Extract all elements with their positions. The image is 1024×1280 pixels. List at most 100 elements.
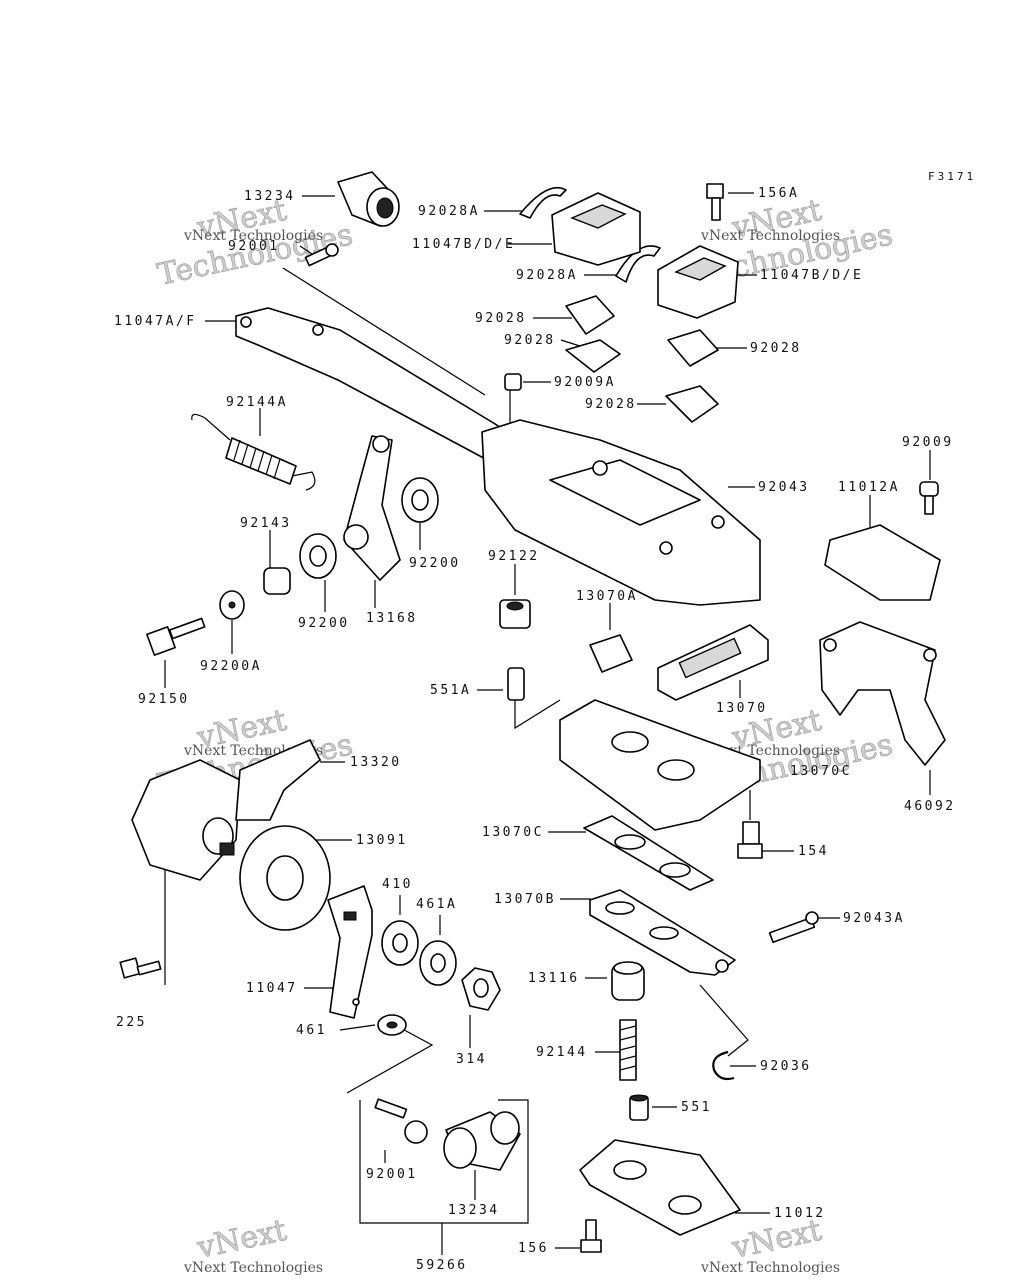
label-11047AF: 11047A/F [114,314,197,329]
label-92144: 92144 [536,1045,588,1060]
washer-92200A [219,590,245,620]
screw-92009 [919,481,939,515]
label-13168: 13168 [366,611,418,626]
block-13116 [611,961,645,1001]
bolt-156A [706,183,724,221]
label-92028-4: 92028 [585,397,637,412]
bolt-156 [580,1219,602,1253]
label-461: 461 [296,1023,327,1038]
label-13234: 13234 [448,1203,500,1218]
screw-92001-top [304,243,339,267]
label-314: 314 [456,1052,487,1067]
label-92028-3: 92028 [750,341,802,356]
label-92200-left: 92200 [298,616,350,631]
bush-92122 [499,599,531,629]
main-frame [481,419,761,606]
label-92150: 92150 [138,692,190,707]
label-13070B: 13070B [494,892,556,907]
nut-92009A [504,373,522,391]
label-156A: 156A [758,186,799,201]
watermark-bottom-left: vNext vNext Technologies [183,1213,323,1276]
label-11047: 11047 [246,981,298,996]
lever-11047 [327,885,373,1019]
bolt-154 [737,821,763,859]
half-shell-92028-1 [565,295,615,335]
spring-92144 [619,1019,637,1081]
label-461A: 461A [416,897,457,912]
shaft-center [202,817,235,856]
label-13091: 13091 [356,833,408,848]
link-13070B [589,889,736,976]
base-plate-11012 [579,1139,741,1236]
label-92009A: 92009A [554,375,616,390]
svg-text:vNext Technologies: vNext Technologies [700,228,840,244]
label-46092: 46092 [904,799,956,814]
label-92028A-1: 92028A [418,204,480,219]
label-13234-top: 13234 [244,189,296,204]
part-labels: 13234 92001 92028A 11047B/D/E 92028A 156… [114,186,956,1273]
label-92143: 92143 [240,516,292,531]
svg-text:vNext: vNext [193,1213,289,1266]
label-92043A: 92043A [843,911,905,926]
plate-13070C [583,815,714,891]
label-410: 410 [382,877,413,892]
label-92028A-2: 92028A [516,268,578,283]
half-shell-92028-3 [667,329,719,367]
label-11012A: 11012A [838,480,900,495]
label-92200-right: 92200 [409,556,461,571]
washer-92200-right [401,477,439,523]
pin-551 [629,1094,649,1121]
label-225: 225 [116,1015,147,1030]
label-92028-2: 92028 [504,333,556,348]
screw-92001 [374,1098,428,1144]
washer-461A [419,940,457,986]
svg-text:vNext Technologies: vNext Technologies [183,228,323,244]
pillow-block-11047BDE-1 [551,192,641,266]
bracket-46092 [819,621,946,766]
lever-11047AF [235,307,549,479]
label-551: 551 [681,1100,712,1115]
clamp-11012A [824,524,941,601]
half-shell-92028-2 [565,339,621,373]
collar-92143 [263,567,291,595]
washer-461 [377,1014,407,1036]
label-13320: 13320 [350,755,402,770]
label-13070: 13070 [716,701,768,716]
label-11047BDE-2: 11047B/D/E [760,268,863,283]
label-92144A: 92144A [226,395,288,410]
bushing-13234-top [337,171,400,227]
label-59266: 59266 [416,1258,468,1273]
half-shell-92028-4 [665,385,719,423]
pin-92043A [768,911,819,944]
washer-410 [381,920,419,966]
label-92200A: 92200A [200,659,262,674]
label-13116: 13116 [528,971,580,986]
bearing-cap-92028A-2 [615,245,661,283]
gate-plate [559,699,761,831]
label-92036: 92036 [760,1059,812,1074]
label-11047BDE-1: 11047B/D/E [412,237,515,252]
guide-13070 [657,624,769,701]
washer-92200-left [299,533,337,579]
svg-text:vNext Technologies: vNext Technologies [183,1260,323,1276]
label-13070A: 13070A [576,589,638,604]
label-11012: 11012 [774,1206,826,1221]
label-92043: 92043 [758,480,810,495]
bushing-13234 [443,1111,521,1171]
watermark-bottom-right: vNext vNext Technologies [700,1213,840,1276]
clip-13070A [589,634,633,673]
sector-gear-13168 [343,435,401,581]
spring-92144A [191,413,316,491]
svg-text:vNext Technologies: vNext Technologies [700,1260,840,1276]
label-92001-top: 92001 [228,239,280,254]
label-92028-1: 92028 [475,311,527,326]
nut-314 [461,967,501,1011]
label-92122: 92122 [488,549,540,564]
label-156: 156 [518,1241,549,1256]
label-13070C: 13070C [482,825,544,840]
bearing-cap-92028A-1 [519,186,567,219]
bolt-225 [119,957,162,979]
bolt-92150 [146,617,206,656]
diagram-code: F3171 [928,170,976,183]
